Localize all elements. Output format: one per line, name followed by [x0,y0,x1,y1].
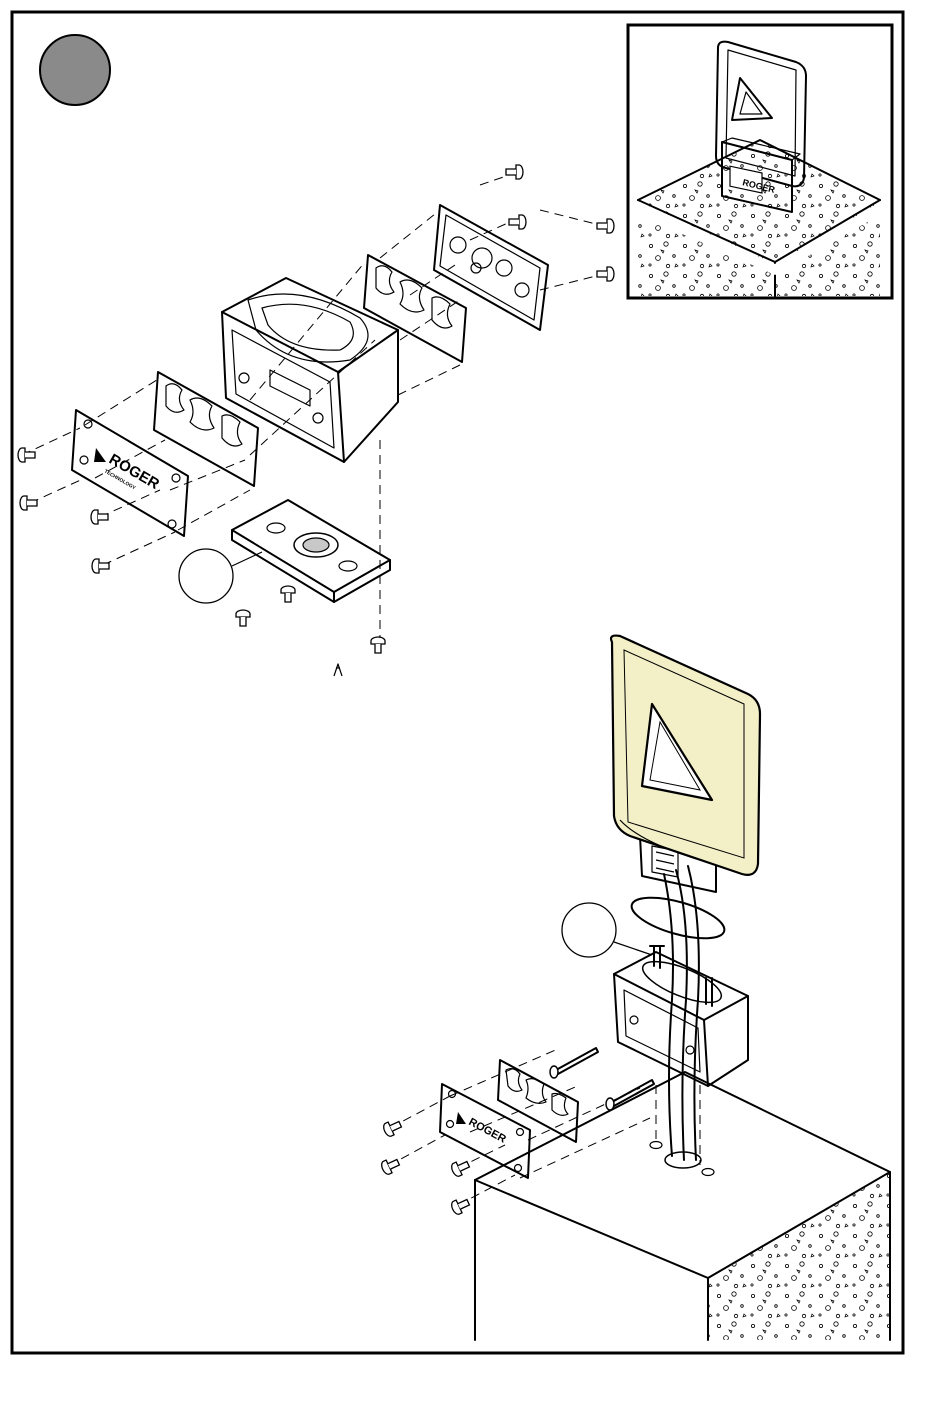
screws-lower [380,1118,471,1216]
assembly-axes [22,173,600,640]
installed-gasket [498,1060,578,1142]
o-ring [627,889,728,946]
front-cover-plate: ROGER TECHNOLOGY [72,410,188,536]
screws [18,165,614,676]
base-gasket [232,500,390,602]
assembly-axes-lower [388,1048,700,1205]
inset-view: ROGER [628,25,892,298]
rear-gasket [364,255,466,362]
mounting-housing [222,278,398,462]
installed-housing [614,946,748,1086]
step-marker [40,35,110,105]
callout-circle-lower [562,903,616,957]
signal-lamp [611,636,760,892]
front-gasket [154,372,258,486]
callout-circle [179,549,233,603]
